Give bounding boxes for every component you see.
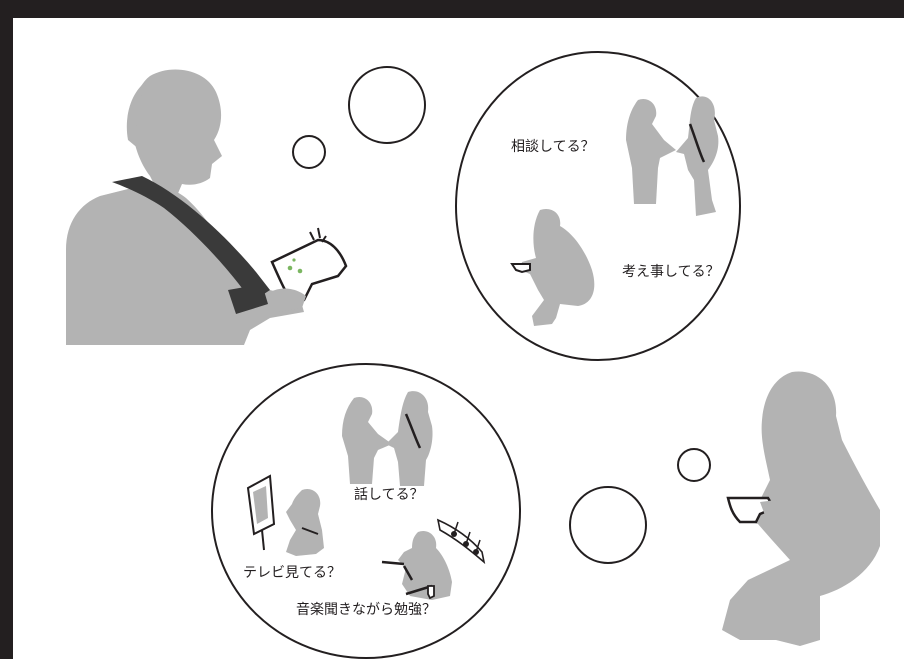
thought-bubble-large-bottom [211,363,521,659]
label-talking: 話してる？ [354,486,424,503]
label-studying-music: 音楽聞きながら勉強？ [296,601,436,618]
thought-bubble-small-left [292,135,326,169]
talking-scene [342,391,433,486]
label-watching-tv: テレビ見てる？ [243,565,341,581]
label-thinking: 考え事してる？ [622,264,720,280]
woman-with-device-silhouette [722,371,880,646]
thought-bubble-medium-right [569,486,647,564]
watching-tv-scene [246,474,324,556]
thought-bubble-small-right [677,448,711,482]
label-consulting: 相談してる？ [511,139,595,155]
thought-bubble-medium-left [348,66,426,144]
man-with-device-silhouette [66,69,348,345]
studying-music-scene [381,518,486,600]
thought-bubble-large-top [455,51,741,361]
thinking-scene [510,208,595,326]
consulting-scene [626,96,719,216]
